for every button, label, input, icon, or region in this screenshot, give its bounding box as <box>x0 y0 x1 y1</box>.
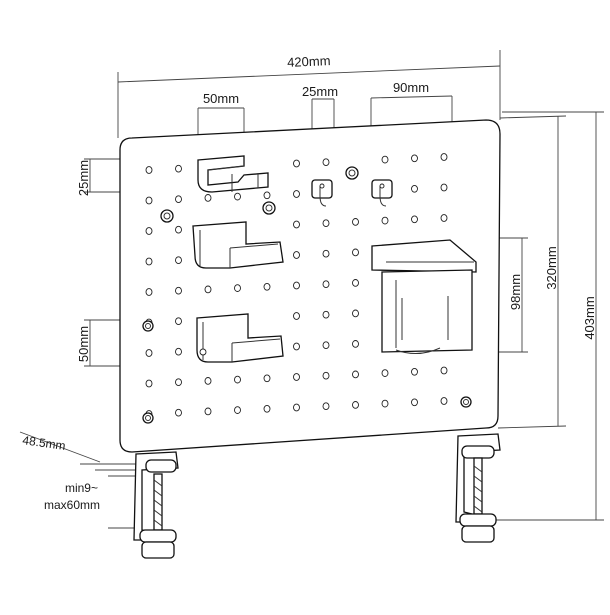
shelf-middle <box>192 221 284 269</box>
peg-hole <box>293 312 300 320</box>
peg-hole <box>204 285 212 294</box>
peg-hole <box>440 214 448 222</box>
peg-hole <box>322 280 330 289</box>
label-98mm-cup: 98mm <box>508 274 523 310</box>
peg-hole <box>175 378 182 387</box>
peg-hole <box>293 251 300 259</box>
peg-holes <box>145 153 448 418</box>
peg-hole <box>411 215 418 224</box>
peg-hole <box>293 403 300 412</box>
hook-right <box>371 179 393 207</box>
peg-hole <box>175 286 182 295</box>
peg-hole <box>440 366 448 375</box>
peg-hole <box>263 404 271 413</box>
peg-hole <box>145 257 153 266</box>
peg-hole <box>411 184 418 193</box>
peg-knob-1 <box>345 166 359 180</box>
peg-hole <box>175 256 182 265</box>
peg-hole <box>234 375 241 384</box>
peg-hole <box>293 220 300 229</box>
peg-hole <box>381 216 389 225</box>
peg-knob-3 <box>262 201 276 215</box>
label-clamp-min: min9~ <box>65 481 98 495</box>
peg-knob-2 <box>160 209 174 223</box>
peg-hole <box>322 219 330 228</box>
peg-hole <box>293 373 300 381</box>
peg-hole <box>204 407 212 416</box>
clamp-left <box>133 451 179 559</box>
peg-hole <box>145 196 153 205</box>
peg-hole <box>234 284 241 292</box>
peg-hole <box>381 399 389 408</box>
peg-hole <box>411 398 418 407</box>
peg-hole <box>145 166 153 174</box>
peg-hole <box>293 159 300 168</box>
peg-hole <box>175 164 182 173</box>
label-clamp-max: max60mm <box>44 498 100 512</box>
peg-hole <box>263 374 271 383</box>
peg-hole <box>263 282 271 291</box>
peg-hole <box>234 192 241 201</box>
hook-left <box>311 179 333 207</box>
peg-hole <box>352 218 359 226</box>
label-320mm: 320mm <box>544 246 559 289</box>
peg-hole <box>352 401 359 409</box>
peg-hole <box>175 225 182 234</box>
peg-hole <box>175 195 182 204</box>
label-50mm-shelf: 50mm <box>203 91 239 106</box>
dimension-420mm: 420mm <box>117 50 501 138</box>
label-25mm-hook: 25mm <box>302 84 338 99</box>
label-48-5mm: 48.5mm <box>22 433 67 453</box>
peg-hole <box>322 310 330 319</box>
peg-hole <box>293 342 300 351</box>
peg-hole <box>263 191 271 200</box>
panel-screws <box>142 320 472 424</box>
peg-hole <box>352 279 359 287</box>
peg-hole <box>175 317 182 326</box>
label-25mm-depth: 25mm <box>76 160 91 196</box>
label-90mm-cup: 90mm <box>393 80 429 95</box>
peg-hole <box>322 249 330 258</box>
peg-hole <box>145 227 153 235</box>
dimension-320mm: 320mm <box>497 115 567 429</box>
peg-hole <box>352 248 359 257</box>
peg-hole <box>175 408 182 417</box>
peg-hole <box>352 370 359 379</box>
peg-hole <box>293 190 300 198</box>
pegboard-panel <box>119 119 501 453</box>
peg-hole <box>440 397 448 405</box>
peg-hole <box>234 406 241 414</box>
peg-hole <box>145 349 153 357</box>
peg-hole <box>352 340 359 348</box>
peg-hole <box>175 347 182 356</box>
peg-hole <box>204 377 212 385</box>
peg-hole <box>145 288 153 296</box>
peg-hole <box>322 402 330 411</box>
cup-holder <box>371 239 477 354</box>
peg-hole <box>411 367 418 376</box>
peg-hole <box>352 309 359 318</box>
peg-hole <box>411 154 418 163</box>
dimension-clamp-range: min9~ max60mm <box>44 475 142 529</box>
label-50mm-lower: 50mm <box>76 326 91 362</box>
peg-hole <box>145 379 153 388</box>
peg-hole <box>440 183 448 192</box>
small-shelf-top <box>197 155 269 193</box>
clamp-right <box>455 433 501 543</box>
peg-hole <box>440 153 448 161</box>
peg-hole <box>204 194 212 202</box>
peg-hole <box>322 158 330 167</box>
dimension-48-5mm: 48.5mm <box>19 431 140 471</box>
peg-hole <box>293 281 300 290</box>
peg-hole <box>381 369 389 377</box>
peg-hole <box>322 341 330 350</box>
label-403mm: 403mm <box>582 296 597 339</box>
label-420mm: 420mm <box>287 53 331 70</box>
dimension-403mm: 403mm <box>494 111 604 521</box>
peg-hole <box>322 371 330 380</box>
peg-hole <box>381 155 389 164</box>
shelf-lower <box>196 313 284 363</box>
